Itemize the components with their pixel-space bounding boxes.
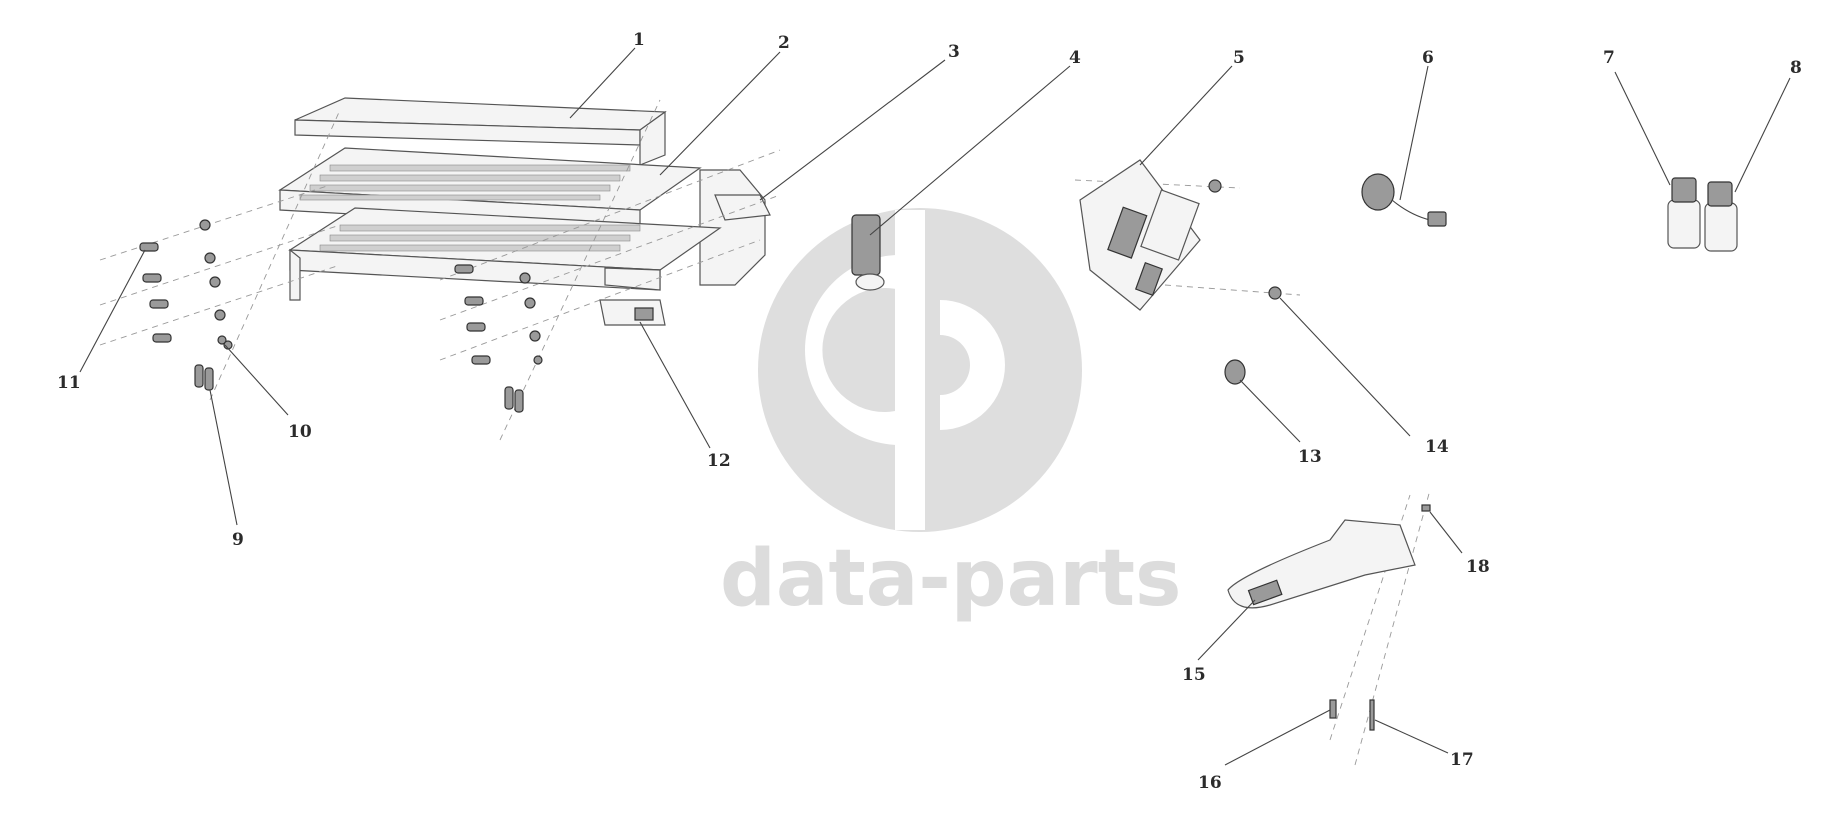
- leader-lines: [79, 47, 1791, 766]
- callout-5: 5: [1233, 48, 1245, 68]
- part-side-bracket: [699, 169, 771, 286]
- part-lever-handle: [1227, 519, 1416, 609]
- callout-11: 11: [57, 373, 81, 393]
- callout-7: 7: [1603, 48, 1615, 68]
- callout-4: 4: [1069, 48, 1081, 68]
- part-cap-18: [1421, 504, 1431, 512]
- callout-10: 10: [288, 422, 312, 442]
- part-ignition-switch: [851, 214, 885, 291]
- callout-14: 14: [1425, 437, 1449, 457]
- part-control-unit: [1079, 159, 1201, 311]
- watermark-text: data-parts: [720, 534, 1181, 624]
- part-fuse-box: [599, 299, 666, 326]
- bolts-left-group: [139, 219, 233, 391]
- part-screw-16: [1329, 699, 1337, 719]
- callout-12: 12: [707, 451, 731, 471]
- callout-15: 15: [1182, 665, 1206, 685]
- part-grated-tray-lower: [288, 207, 722, 301]
- part-screw-17: [1369, 699, 1375, 731]
- callout-17: 17: [1450, 750, 1474, 770]
- callout-1: 1: [633, 30, 645, 50]
- watermark-logo: data-parts: [720, 208, 1181, 624]
- part-nut-14: [1268, 286, 1282, 300]
- callout-6: 6: [1422, 48, 1434, 68]
- callout-2: 2: [778, 33, 790, 53]
- callout-labels: 1 2 3 4 5 6 7 8 9 10 11 12 13 14 15 16 1…: [57, 30, 1802, 793]
- callout-18: 18: [1466, 557, 1490, 577]
- part-round-connector: [1361, 173, 1447, 227]
- callout-13: 13: [1298, 447, 1322, 467]
- callout-8: 8: [1790, 58, 1802, 78]
- part-top-plate: [294, 97, 667, 166]
- part-twin-switches: [1667, 177, 1738, 252]
- callout-3: 3: [948, 42, 960, 62]
- part-grommet: [1224, 359, 1246, 385]
- callout-9: 9: [232, 530, 244, 550]
- bolts-middle-group: [454, 264, 543, 413]
- part-nut-upper: [1208, 179, 1222, 193]
- callout-16: 16: [1198, 773, 1222, 793]
